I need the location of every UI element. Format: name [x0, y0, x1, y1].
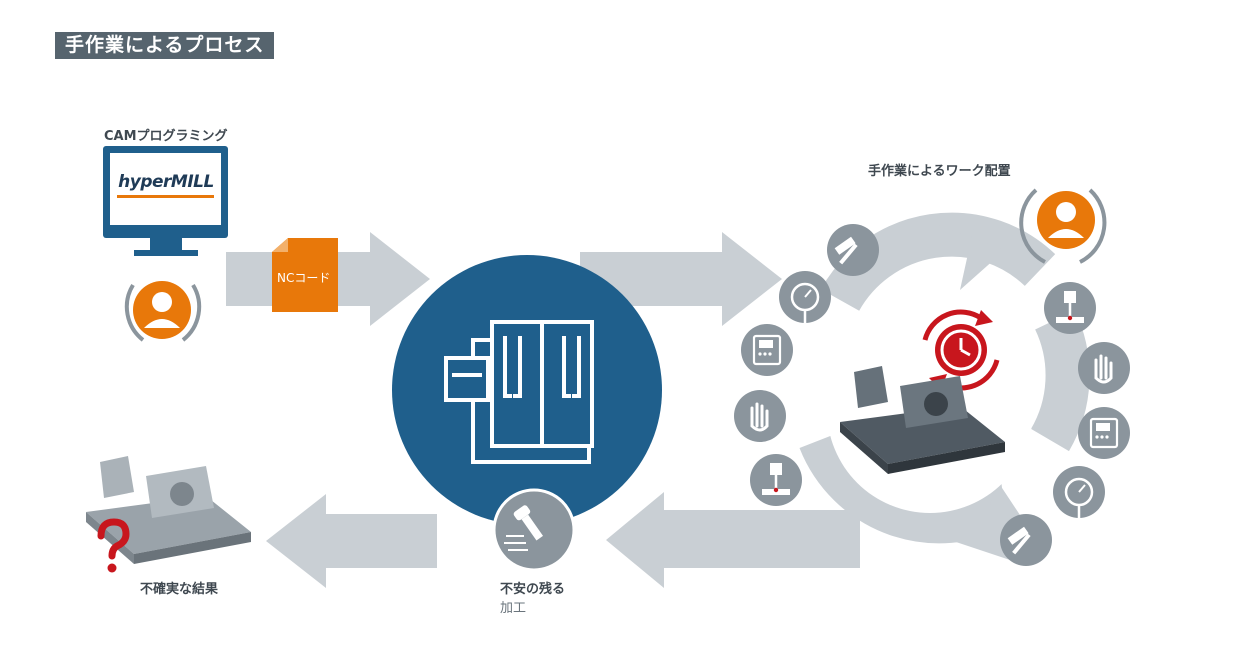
cycle-arrowhead-1 [935, 222, 1005, 290]
question-icon [97, 518, 130, 573]
manual-setup-label: 手作業によるワーク配置 [868, 164, 1011, 179]
workpiece-icon [840, 366, 1005, 474]
anxious-label: 不安の残る [500, 582, 566, 597]
flow-arrow-2 [580, 232, 782, 326]
flow-arrow-4 [266, 494, 437, 588]
hammer-icon [827, 224, 879, 276]
page-title: 手作業によるプロセス [55, 32, 275, 59]
anxious-sub-label: 加工 [500, 601, 527, 616]
gauge-icon [779, 271, 831, 323]
clock-icon [922, 309, 1000, 391]
cam-person [124, 281, 202, 342]
document-icon [272, 238, 338, 312]
spindle-icon [492, 488, 576, 572]
gauge-icon-right [1053, 466, 1105, 518]
probe-icon [750, 454, 802, 506]
nc-code-label: NCコード [277, 271, 331, 285]
cycle-arrowhead-2 [950, 470, 1010, 560]
machine-icon [444, 320, 594, 464]
cam-label: CAMプログラミング [104, 129, 228, 144]
hypermill-logo: hyperMILL [118, 172, 214, 192]
uncertain-result-label: 不確実な結果 [140, 582, 219, 597]
hand-icon-right [1078, 342, 1130, 394]
control-panel-icon [741, 324, 793, 376]
monitor-icon [103, 146, 228, 256]
hammer-icon-right [1000, 514, 1052, 566]
hand-icon [734, 390, 786, 442]
operator-person [1019, 188, 1107, 264]
probe-icon-right [1044, 282, 1096, 334]
flow-arrow-3 [606, 492, 860, 588]
control-panel-icon-right [1078, 407, 1130, 459]
